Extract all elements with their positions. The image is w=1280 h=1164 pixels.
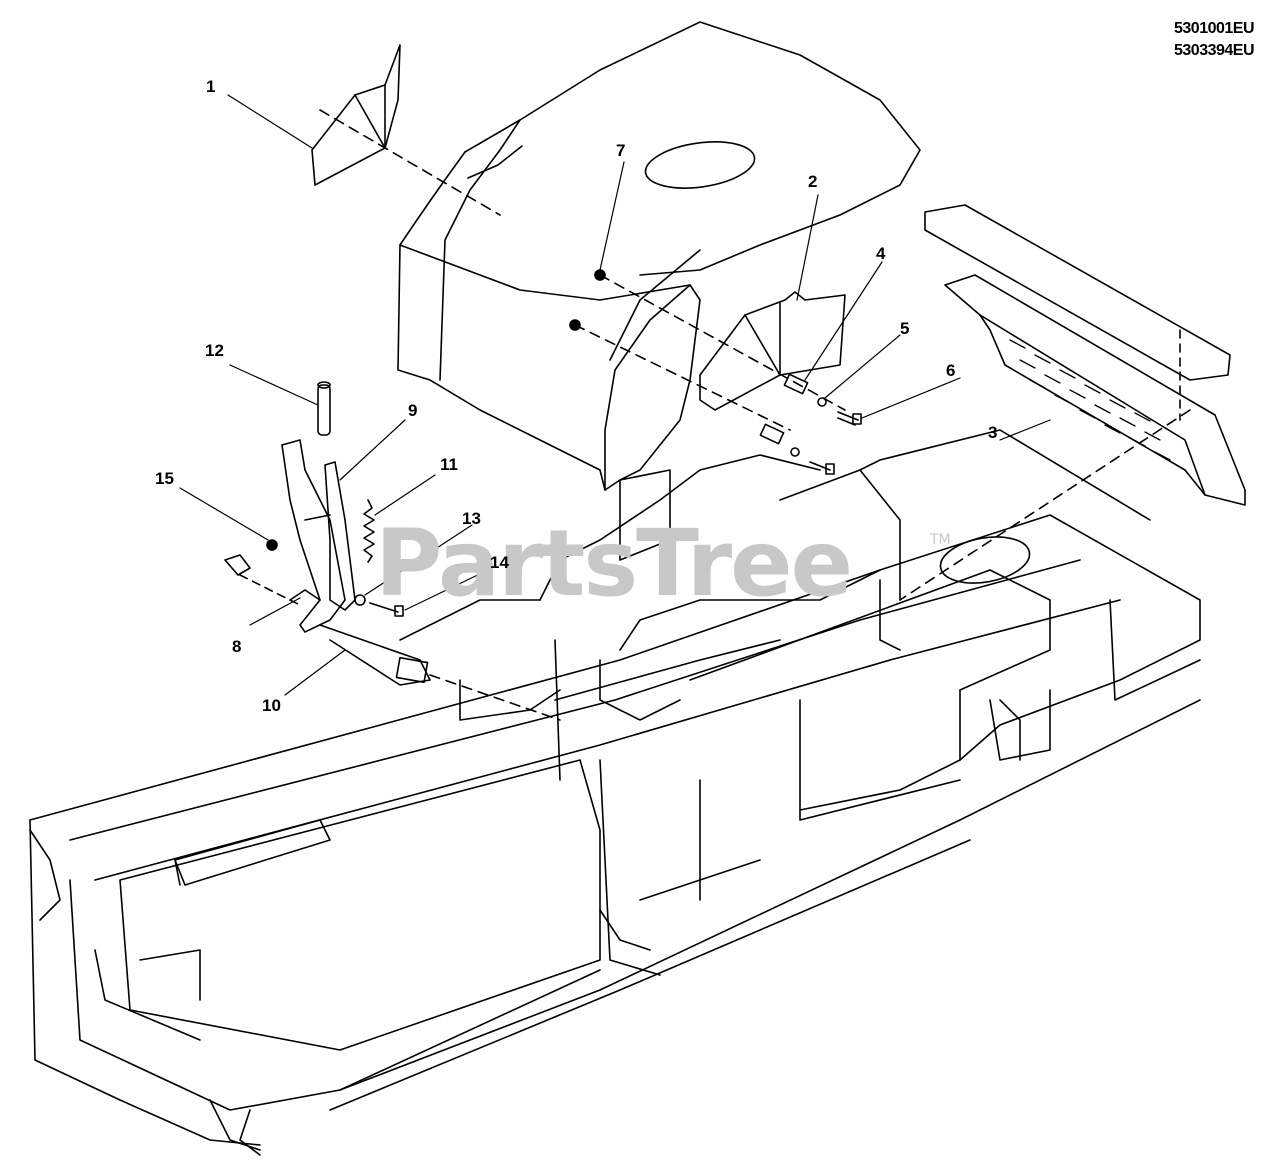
callout-9: 9 xyxy=(408,401,418,420)
parts-8-9-levers xyxy=(281,439,356,633)
callout-2: 2 xyxy=(808,172,818,191)
callout-14: 14 xyxy=(490,553,509,572)
part-2-bracket xyxy=(699,291,846,411)
callout-11: 11 xyxy=(440,455,458,474)
callout-4: 4 xyxy=(876,244,886,263)
callout-8: 8 xyxy=(232,637,242,656)
ref-code-2: 5303394EU xyxy=(1174,42,1255,59)
callout-1: 1 xyxy=(206,77,216,96)
watermark: PartsTree xyxy=(375,510,853,617)
callout-5: 5 xyxy=(900,319,910,338)
parts-4-5-6-hardware xyxy=(569,269,862,475)
part-12-pin xyxy=(317,381,331,436)
watermark-trademark: TM xyxy=(930,532,951,548)
parts-13-14-15-hardware xyxy=(224,539,404,617)
callout-3: 3 xyxy=(988,423,998,442)
leader-lines xyxy=(179,94,1051,696)
part-10-rod xyxy=(319,624,561,721)
callout-13: 13 xyxy=(462,509,481,528)
part-1-side-panel xyxy=(311,44,501,216)
callout-7: 7 xyxy=(616,141,626,160)
callout-12: 12 xyxy=(205,341,224,360)
part-11-spring xyxy=(363,499,375,563)
callout-15: 15 xyxy=(155,469,174,488)
callout-6: 6 xyxy=(946,361,956,380)
ref-code-1: 5301001EU xyxy=(1174,20,1255,37)
callout-10: 10 xyxy=(262,696,281,715)
mower-frame xyxy=(29,429,1201,1156)
part-3-footrest xyxy=(899,204,1246,601)
